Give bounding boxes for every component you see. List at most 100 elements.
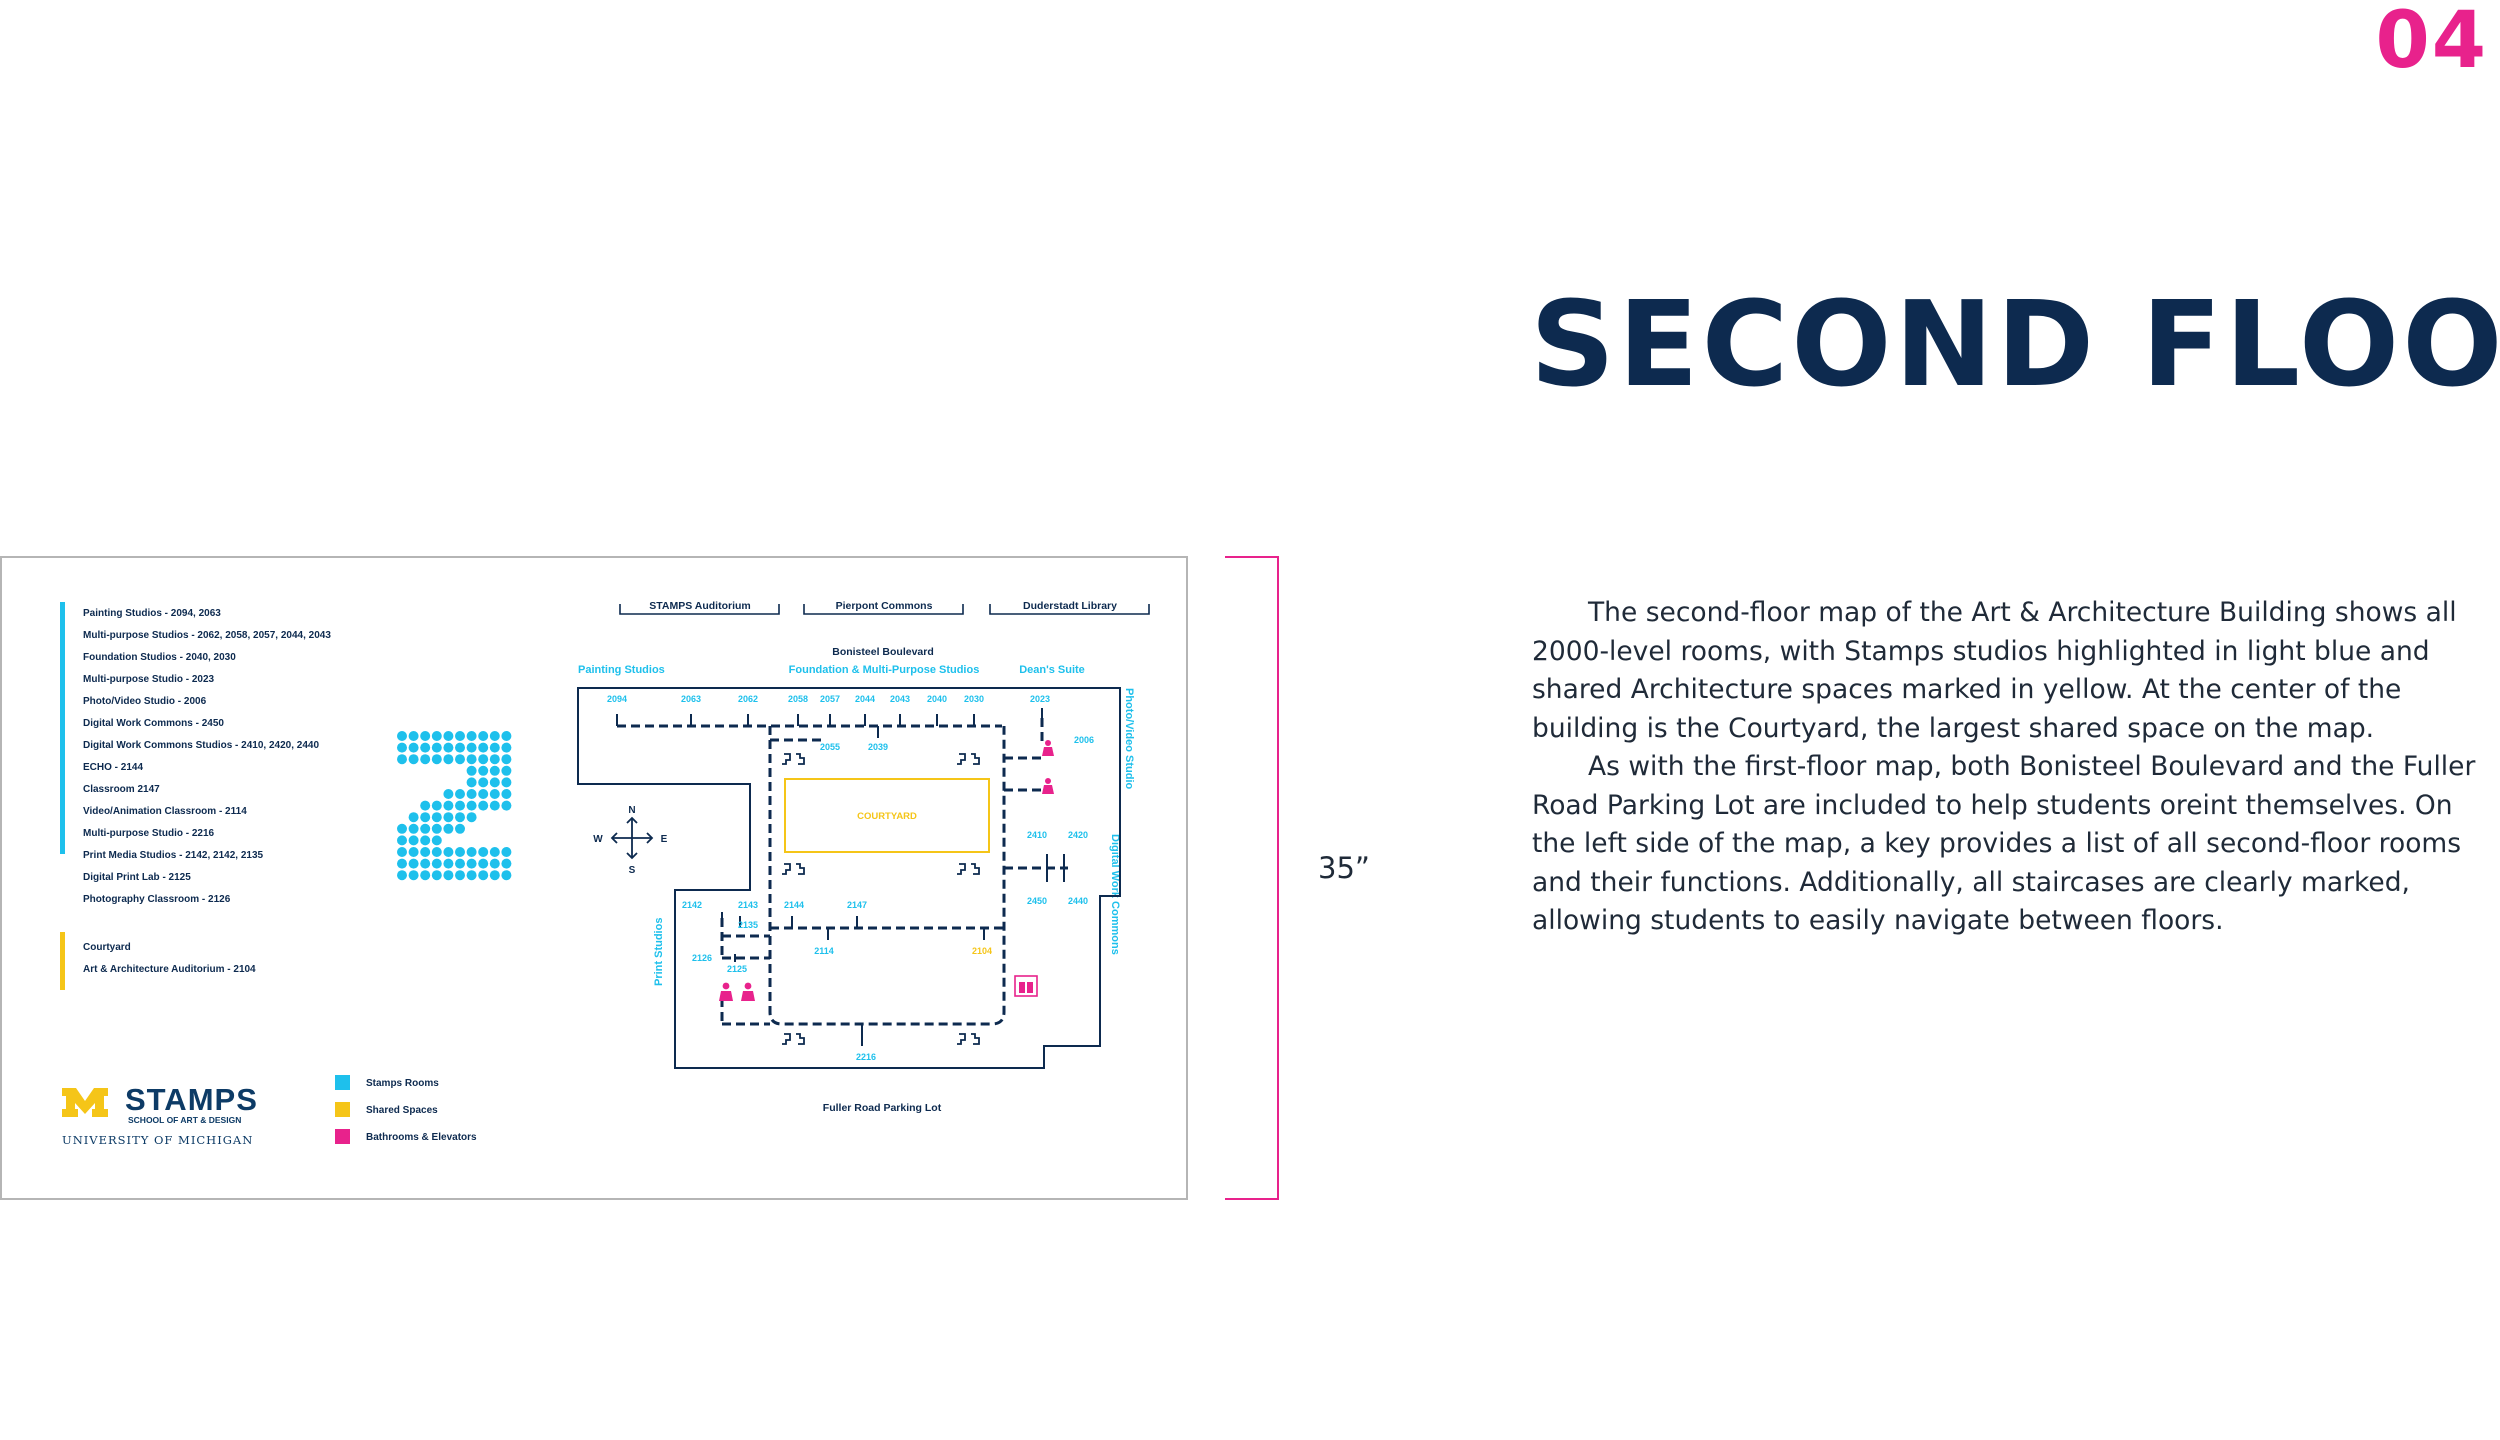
restroom-icon	[741, 982, 755, 1001]
landmark-brackets	[619, 604, 1150, 615]
area-deans-suite: Dean's Suite	[1019, 664, 1085, 676]
numeral-dot	[443, 789, 454, 799]
numeral-dot	[455, 858, 465, 869]
numeral-dot	[455, 800, 465, 811]
legend-swatch-stamps	[335, 1075, 350, 1090]
restroom-icon	[1042, 778, 1054, 794]
numeral-dot	[420, 823, 431, 834]
key-item: Multi-purpose Studio - 2023	[83, 674, 215, 685]
numeral-dot	[489, 789, 500, 799]
numeral-dot	[443, 812, 454, 823]
description: The second-floor map of the Art & Archit…	[1532, 594, 2497, 941]
numeral-dot	[397, 858, 407, 869]
numeral-dot	[443, 870, 454, 881]
room-number: 2420	[1068, 830, 1088, 840]
numeral-dot	[455, 754, 465, 765]
compass-rose	[610, 816, 654, 860]
numeral-dot	[420, 835, 431, 846]
numeral-dot	[431, 742, 442, 753]
room-number: 2216	[856, 1052, 876, 1062]
numeral-dot	[466, 812, 477, 823]
key-item: Multi-purpose Studios - 2062, 2058, 2057…	[83, 630, 331, 641]
numeral-dot	[431, 731, 442, 741]
key-item: Photography Classroom - 2126	[83, 894, 231, 905]
numeral-dot	[489, 754, 500, 765]
numeral-dot	[443, 731, 454, 741]
room-number: 2114	[814, 946, 834, 956]
numeral-dot	[431, 800, 442, 811]
numeral-dot	[397, 823, 407, 834]
numeral-dot	[478, 777, 489, 788]
room-number-shared: 2104	[972, 946, 992, 956]
numeral-dot	[431, 870, 442, 881]
numeral-dot	[489, 777, 500, 788]
room-numbers: 2094 2063 2062 2058 2057 2044 2043 2040 …	[607, 694, 1094, 1062]
room-number: 2094	[607, 694, 627, 704]
key-item-shared: Art & Architecture Auditorium - 2104	[83, 964, 256, 975]
logo-university: UNIVERSITY OF MICHIGAN	[62, 1133, 253, 1147]
numeral-dot	[431, 812, 442, 823]
numeral-dot	[489, 765, 500, 776]
numeral-dot	[455, 731, 465, 741]
numeral-dot	[443, 742, 454, 753]
numeral-dot	[408, 858, 419, 869]
numeral-dot	[408, 742, 419, 753]
numeral-dot	[466, 847, 477, 857]
room-number: 2410	[1027, 830, 1047, 840]
numeral-dot	[478, 742, 489, 753]
area-digital-work-commons: Digital Work Commons	[1109, 834, 1121, 955]
key-item-shared: Courtyard	[83, 942, 131, 953]
numeral-dot	[420, 742, 431, 753]
room-number: 2440	[1068, 896, 1088, 906]
numeral-dot	[466, 731, 477, 741]
room-number: 2058	[788, 694, 808, 704]
legend-label: Stamps Rooms	[366, 1078, 439, 1089]
street-fuller-road: Fuller Road Parking Lot	[823, 1102, 942, 1114]
description-paragraph-1: The second-floor map of the Art & Archit…	[1532, 597, 2457, 744]
numeral-dot	[431, 835, 442, 846]
legend-label: Shared Spaces	[366, 1105, 438, 1116]
numeral-dot	[431, 823, 442, 834]
room-number: 2055	[820, 742, 840, 752]
numeral-dot	[397, 847, 407, 857]
numeral-dot	[501, 870, 512, 881]
key-item: Video/Animation Classroom - 2114	[83, 806, 247, 817]
numeral-dot	[408, 835, 419, 846]
numeral-dot	[466, 870, 477, 881]
legend-label: Bathrooms & Elevators	[366, 1132, 477, 1143]
building-outline	[577, 687, 1121, 1069]
stairs-icon	[957, 753, 980, 765]
room-number: 2006	[1074, 735, 1094, 745]
compass-w: W	[593, 834, 603, 845]
logo-brand: STAMPS	[125, 1082, 258, 1117]
room-number: 2062	[738, 694, 758, 704]
numeral-dot	[420, 754, 431, 765]
courtyard	[784, 778, 990, 853]
key-item: Multi-purpose Studio - 2216	[83, 828, 215, 839]
numeral-dot	[431, 754, 442, 765]
stairs-icon	[782, 753, 805, 765]
key-stamps-list: Painting Studios - 2094, 2063 Multi-purp…	[83, 608, 331, 905]
dimension-label: 35”	[1318, 851, 1370, 885]
key-item: Digital Print Lab - 2125	[83, 872, 191, 883]
numeral-dot	[408, 847, 419, 857]
area-print-studios: Print Studios	[653, 918, 665, 986]
room-number: 2126	[692, 953, 712, 963]
numeral-dot	[466, 789, 477, 799]
room-number: 2147	[847, 900, 867, 910]
room-number: 2450	[1027, 896, 1047, 906]
numeral-dot	[408, 754, 419, 765]
numeral-dot	[408, 812, 419, 823]
key-item: Painting Studios - 2094, 2063	[83, 608, 221, 619]
stairs-icon	[782, 1033, 805, 1045]
logo-subtitle: SCHOOL OF ART & DESIGN	[128, 1115, 241, 1125]
key-stamps-bar	[60, 602, 65, 854]
numeral-dot	[501, 789, 512, 799]
numeral-dot	[489, 800, 500, 811]
area-photo-video: Photo/Video Studio	[1123, 688, 1135, 790]
stamps-logo: STAMPS SCHOOL OF ART & DESIGN UNIVERSITY…	[62, 1082, 258, 1147]
numeral-dot	[397, 870, 407, 881]
street-bonisteel: Bonisteel Boulevard	[832, 646, 934, 658]
description-paragraph-2: As with the first-floor map, both Bonist…	[1532, 751, 2476, 936]
room-number: 2057	[820, 694, 840, 704]
